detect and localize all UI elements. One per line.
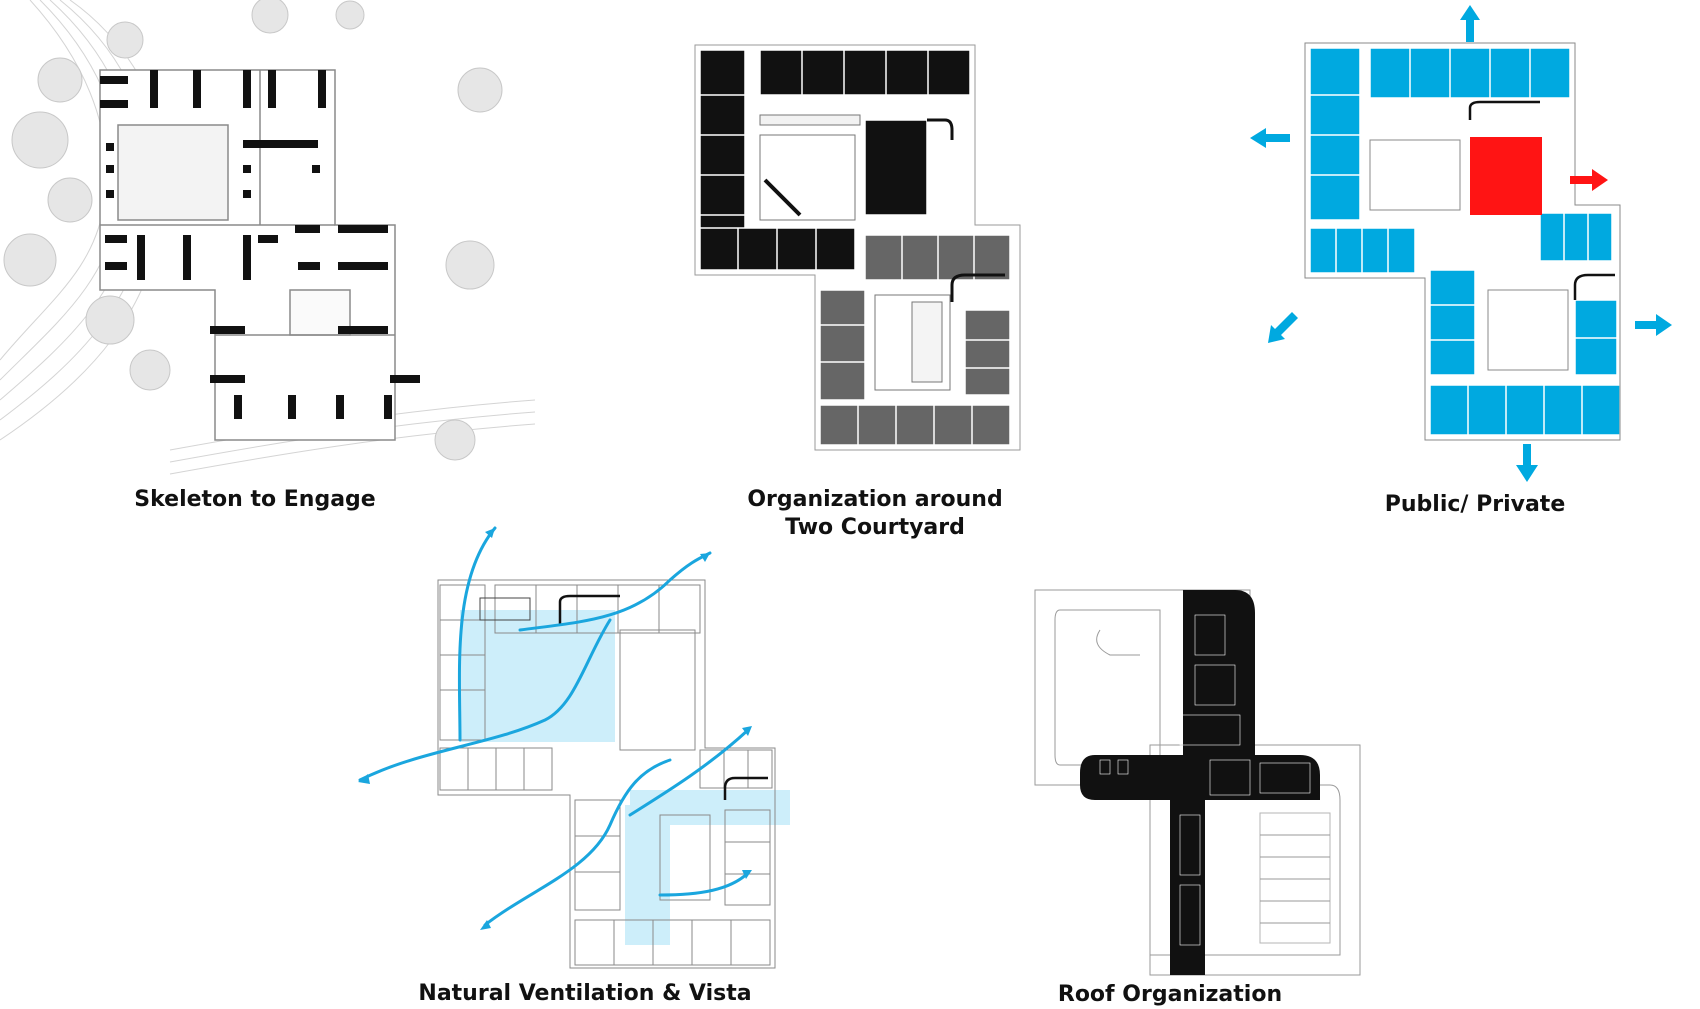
arrow-down-icon [1516, 444, 1538, 482]
private-units [1309, 47, 1621, 436]
public-private-plan-drawing [1250, 5, 1672, 482]
caption-public-private: Public/ Private [1384, 492, 1566, 517]
diagram-skeleton: Skeleton to Engage [0, 0, 540, 520]
airflow-path-4 [628, 728, 750, 817]
caption-skeleton: Skeleton to Engage [134, 487, 376, 512]
diagram-courtyard: Organization around Two Courtyard [690, 40, 1060, 560]
roof-openings [1099, 614, 1311, 946]
courtyard-plan-drawing [694, 44, 1021, 451]
courtyard-upper [759, 114, 954, 221]
structural-walls [100, 70, 420, 419]
airflow-path-5 [483, 758, 672, 927]
ventilation-plan-lines [437, 579, 776, 969]
ventilation-plan-drawing [358, 526, 790, 969]
arrow-right-icon [1635, 314, 1672, 336]
airflow-path-2 [518, 551, 712, 632]
arrow-up-icon [1460, 5, 1480, 42]
caption-roof: Roof Organization [1057, 982, 1283, 1007]
roof-plan-drawing [1034, 589, 1361, 976]
arrow-left-icon [1250, 128, 1290, 148]
courtyard-outline [694, 44, 1021, 451]
diagram-public-private: Public/ Private [1230, 0, 1700, 520]
caption-courtyard: Organization around Two Courtyard [747, 487, 1003, 540]
upper-wing-units [699, 49, 971, 271]
ventilation-light-zones [460, 610, 790, 945]
public-core [1470, 137, 1542, 215]
airflow-path-6 [658, 871, 750, 897]
diagram-ventilation: Natural Ventilation & Vista [358, 526, 850, 1008]
airflow-path-3 [358, 618, 612, 782]
airflow-arrows [358, 526, 750, 927]
arrow-down-left-icon [1268, 312, 1298, 343]
skeleton-plan-drawing [0, 0, 536, 475]
airflow-arrowheads [358, 528, 752, 930]
diagram-roof: Roof Organization [1030, 585, 1430, 1008]
caption-ventilation: Natural Ventilation & Vista [418, 981, 752, 1006]
courtyard-lower [874, 273, 1005, 391]
roof-mass [1080, 590, 1320, 975]
public-private-plan-lines [1304, 42, 1621, 441]
tree-canopy [3, 0, 503, 461]
arrow-right-red-icon [1570, 169, 1608, 191]
lower-wing-units [819, 234, 1011, 446]
airflow-path-1 [457, 526, 497, 742]
